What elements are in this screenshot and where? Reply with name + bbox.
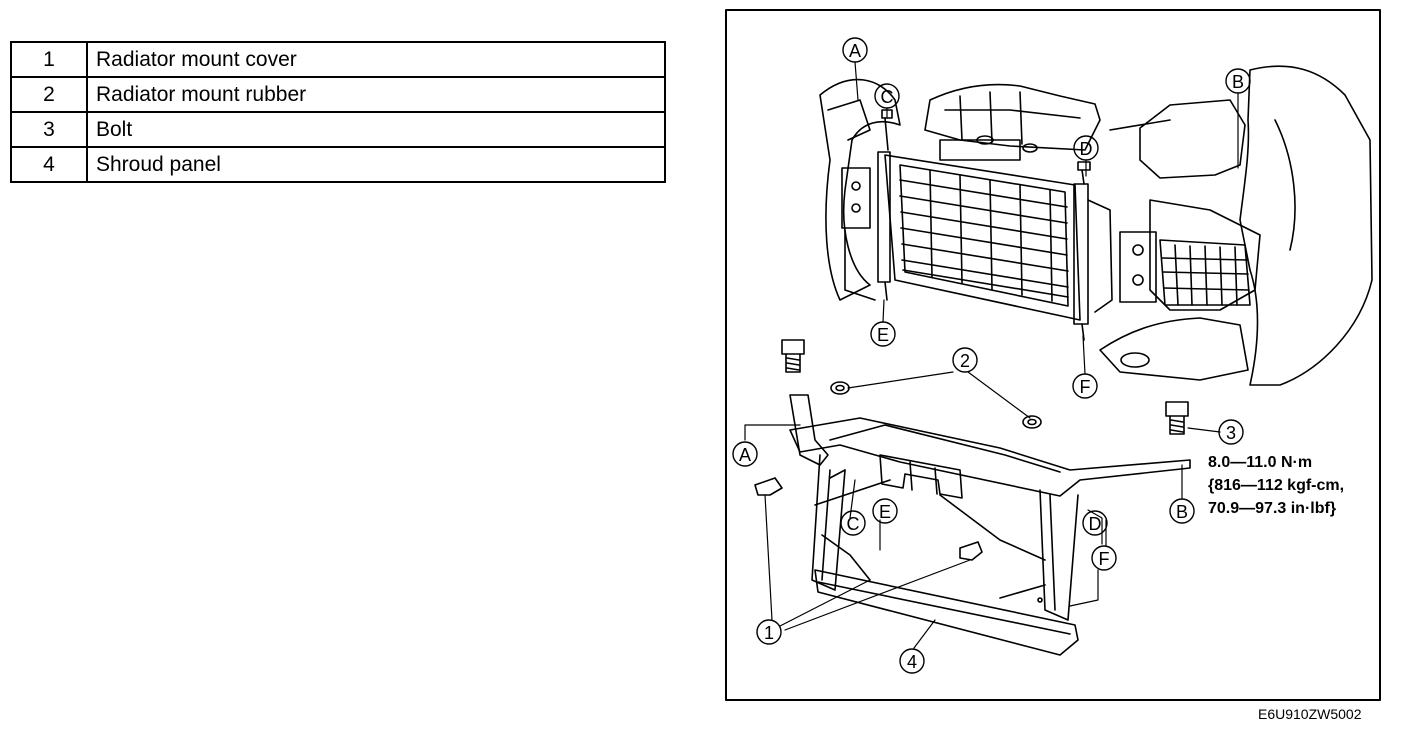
svg-text:1: 1 [764,623,774,643]
shroud-panel-illustration [754,339,1191,656]
callout-F-top: F [1072,373,1098,399]
svg-text:B: B [1176,502,1188,522]
svg-text:C: C [847,514,860,534]
diagram-frame [725,9,1381,701]
callout-2: 2 [952,347,978,373]
callout-4: 4 [899,648,925,674]
callout-E-bottom: E [872,498,898,524]
svg-text:A: A [739,445,751,465]
callout-A-top: A [842,37,868,63]
svg-text:4: 4 [907,652,917,672]
torque-line-1: 8.0—11.0 N·m [1208,454,1312,471]
callout-A-bottom: A [732,441,758,467]
callout-E-top: E [870,321,896,347]
legend-number: 4 [10,146,88,183]
callout-C-bottom: C [840,510,866,536]
figure-code: E6U910ZW5002 [1258,706,1362,722]
callout-B-top: B [1225,68,1251,94]
callout-B-bottom: B [1169,498,1195,524]
legend-number: 3 [10,111,88,148]
torque-line-2: {816—112 kgf-cm, [1208,477,1344,494]
svg-text:D: D [1080,139,1093,159]
leader-lines [744,61,1239,649]
callout-D-top: D [1073,135,1099,161]
legend-label: Shroud panel [86,146,666,183]
legend-row: 2 Radiator mount rubber [10,76,666,113]
svg-text:A: A [849,41,861,61]
legend-row: 1 Radiator mount cover [10,41,666,78]
legend-label: Radiator mount cover [86,41,666,78]
legend-number: 2 [10,76,88,113]
legend-row: 4 Shroud panel [10,146,666,183]
svg-text:2: 2 [960,351,970,371]
svg-text:F: F [1080,377,1091,397]
legend-row: 3 Bolt [10,111,666,148]
parts-legend-table: 1 Radiator mount cover 2 Radiator mount … [10,41,666,183]
legend-label: Bolt [86,111,666,148]
torque-spec: 8.0—11.0 N·m {816—112 kgf-cm, 70.9—97.3 … [1208,454,1344,517]
legend-number: 1 [10,41,88,78]
torque-line-3: 70.9—97.3 in·lbf} [1208,500,1336,517]
legend-label: Radiator mount rubber [86,76,666,113]
svg-text:E: E [877,325,889,345]
svg-text:D: D [1089,514,1102,534]
callout-3: 3 [1218,419,1244,445]
svg-text:E: E [879,502,891,522]
svg-text:C: C [881,87,894,107]
radiator-assembly [877,109,1157,341]
callout-D-bottom: D [1082,510,1108,536]
svg-text:F: F [1099,549,1110,569]
engine-bay-illustration [819,65,1373,386]
callout-1: 1 [756,619,782,645]
callouts: A C B D E F 2 3 [732,37,1251,674]
callout-C-top: C [874,83,900,109]
svg-text:3: 3 [1226,423,1236,443]
callout-F-bottom: F [1091,545,1117,571]
svg-text:B: B [1232,72,1244,92]
